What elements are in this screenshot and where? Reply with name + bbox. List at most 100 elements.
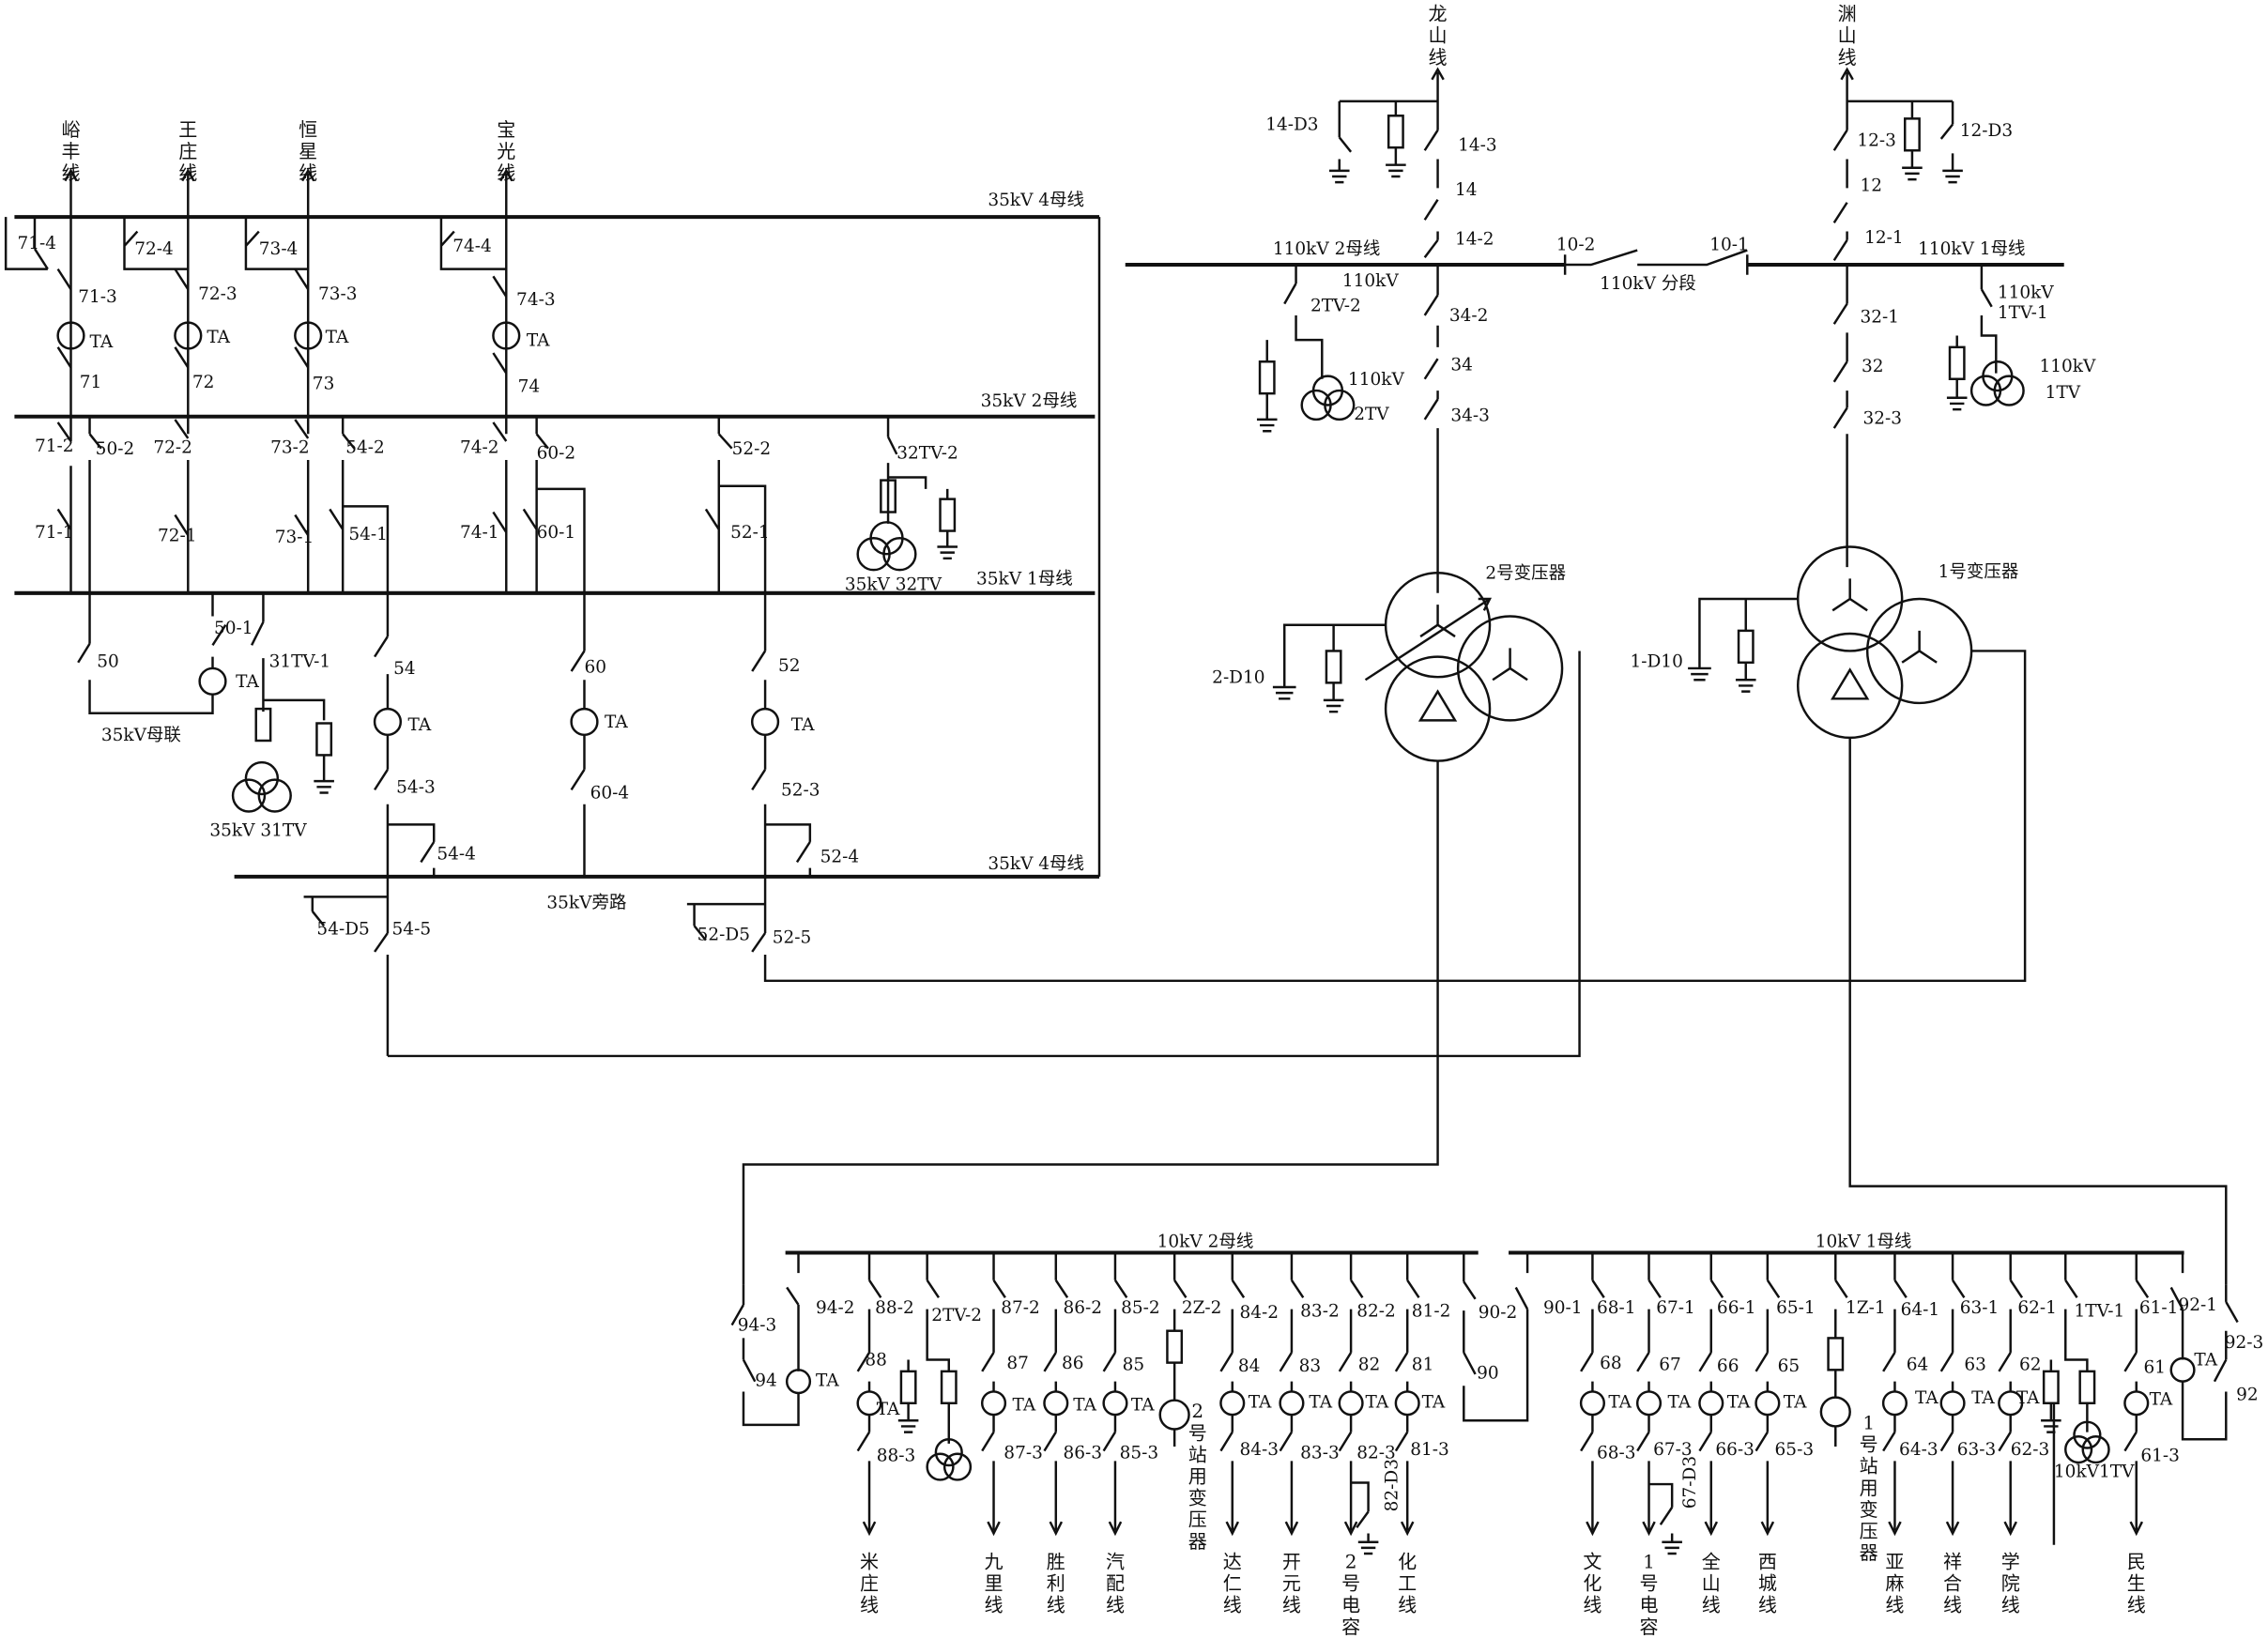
device-label: 52-4 xyxy=(820,847,860,866)
device-label: 64-1 xyxy=(1901,1300,1940,1320)
device-label: 62-3 xyxy=(2011,1440,2050,1460)
device-label: TA xyxy=(1131,1395,1155,1415)
device-label: 14-D3 xyxy=(1265,115,1318,135)
current-transformer xyxy=(856,1390,882,1417)
transformer-2-label: 2号变压器 xyxy=(1485,563,1566,583)
bus-label-110kv-section: 110kV 分段 xyxy=(1600,274,1696,294)
incoming-line-label-l_yuanshan: 渊山线 xyxy=(1838,3,1857,69)
incoming-line-label-l_lingfeng: 峪丰线 xyxy=(61,118,80,184)
outgoing-line-label-o_jiuli: 九里线 xyxy=(985,1550,1004,1616)
feeder-10kv-wiring xyxy=(1219,1252,1246,1531)
bus-label-10kv-2: 10kV 2母线 xyxy=(1157,1232,1254,1251)
current-transformer xyxy=(1394,1390,1420,1417)
device-label: 66-1 xyxy=(1717,1298,1756,1318)
device-label: TA xyxy=(1915,1388,1939,1408)
feeder-10kv-wiring xyxy=(981,1252,1006,1531)
device-label: TA xyxy=(791,715,815,735)
bus-label-35kv-4-top: 35kV 4母线 xyxy=(988,191,1084,210)
device-label: 82 xyxy=(1358,1355,1381,1374)
current-transformer xyxy=(1219,1390,1246,1417)
device-label: 67-3 xyxy=(1653,1440,1693,1460)
outgoing-arrow xyxy=(1343,1521,1358,1537)
outgoing-arrow xyxy=(1400,1521,1415,1537)
current-transformer xyxy=(980,1390,1007,1417)
transformer-2-mv-winding xyxy=(1456,615,1564,722)
device-label: 2-D10 xyxy=(1212,667,1264,687)
device-label: 52-1 xyxy=(730,523,770,543)
current-transformer xyxy=(1755,1390,1781,1417)
feeder-10kv-wiring xyxy=(1043,1252,1069,1531)
device-label: 87-3 xyxy=(1004,1443,1043,1463)
device-label: 54-4 xyxy=(437,844,476,864)
device-label: 2TV-2 xyxy=(1310,296,1361,315)
device-label: 2TV xyxy=(1354,405,1389,424)
device-label: 52-3 xyxy=(781,781,820,801)
device-label: 52 xyxy=(778,656,801,676)
device-label: 65-3 xyxy=(1775,1440,1815,1460)
device-label: 2TV-2 xyxy=(931,1306,982,1325)
device-label: 73-3 xyxy=(318,284,358,304)
transformer-1-label: 1号变压器 xyxy=(1939,562,2019,582)
device-label: 32-1 xyxy=(1860,308,1899,328)
device-label: 34-3 xyxy=(1450,406,1490,425)
device-label: 90-2 xyxy=(1479,1303,1518,1323)
outgoing-line-label-o_minsheng: 民生线 xyxy=(2127,1550,2146,1616)
outgoing-line-label-o_yama: 亚麻线 xyxy=(1885,1550,1904,1616)
device-label: 86 xyxy=(1062,1354,1084,1373)
feeder-10kv-wiring xyxy=(1394,1252,1420,1531)
device-label: 85 xyxy=(1123,1355,1145,1374)
device-label: 54-1 xyxy=(348,525,388,544)
outgoing-line-label-o_cap2: 2号电容器 xyxy=(1341,1550,1360,1639)
outgoing-line-label-o_mizhuang: 米庄线 xyxy=(860,1550,879,1616)
device-label: TA xyxy=(1971,1388,1995,1408)
bus-label-35kv-2: 35kV 2母线 xyxy=(981,391,1078,411)
device-label: TA xyxy=(1249,1392,1272,1412)
device-label: TA xyxy=(2194,1351,2217,1371)
device-label: 52-5 xyxy=(773,928,812,948)
outgoing-arrow xyxy=(1888,1521,1902,1537)
current-transformer xyxy=(1279,1390,1305,1417)
device-label: 68-3 xyxy=(1597,1443,1636,1463)
device-label: 10kV1TV xyxy=(2054,1462,2135,1481)
device-label: 50-1 xyxy=(214,619,253,638)
device-label: 52-2 xyxy=(732,439,772,459)
device-label: TA xyxy=(527,330,550,350)
device-label: 85-2 xyxy=(1121,1298,1160,1318)
device-label: TA xyxy=(1309,1392,1332,1412)
outgoing-arrow xyxy=(1225,1521,1240,1537)
bus-label-110kv-1: 110kV 1母线 xyxy=(1918,239,2025,259)
device-label: 52-D5 xyxy=(697,926,750,945)
device-label: 81-2 xyxy=(1412,1301,1451,1321)
device-label: 71-3 xyxy=(78,287,117,307)
feeder-10kv-wiring xyxy=(1636,1252,1662,1531)
device-label: 35kV 31TV xyxy=(209,821,307,841)
device-label: 72-1 xyxy=(158,526,197,545)
device-label: 81-3 xyxy=(1410,1440,1449,1460)
device-label: 92-1 xyxy=(2178,1295,2217,1315)
outgoing-line-label-o_xueyuan: 学院线 xyxy=(2001,1550,2020,1616)
outgoing-arrow xyxy=(1108,1521,1123,1537)
incoming-line-label-l_longshan: 龙山线 xyxy=(1429,3,1448,69)
device-label: TA xyxy=(90,332,114,352)
device-label: 84-3 xyxy=(1239,1440,1279,1460)
outgoing-arrow xyxy=(1586,1521,1600,1537)
feeder-10kv-wiring xyxy=(1698,1252,1724,1531)
device-label: 50 xyxy=(97,651,119,671)
device-label: 66-3 xyxy=(1715,1440,1755,1460)
outgoing-arrow xyxy=(862,1521,877,1537)
feeder-10kv-wiring xyxy=(1279,1252,1305,1531)
device-label: 63-1 xyxy=(1960,1298,2000,1318)
device-label: TA xyxy=(236,672,259,692)
incoming-line-label-l_wangzhuang: 王庄线 xyxy=(178,118,197,184)
device-label: 88-2 xyxy=(875,1298,914,1318)
device-label: 60-4 xyxy=(590,784,630,804)
device-label: 110kV xyxy=(1348,370,1404,390)
outgoing-arrow xyxy=(987,1521,1001,1537)
device-label: 88-3 xyxy=(877,1446,916,1465)
device-label: 71-1 xyxy=(35,523,74,543)
device-label: 32 xyxy=(1862,357,1884,376)
device-label: 68-1 xyxy=(1597,1298,1636,1318)
device-label: 62 xyxy=(2019,1355,2042,1374)
